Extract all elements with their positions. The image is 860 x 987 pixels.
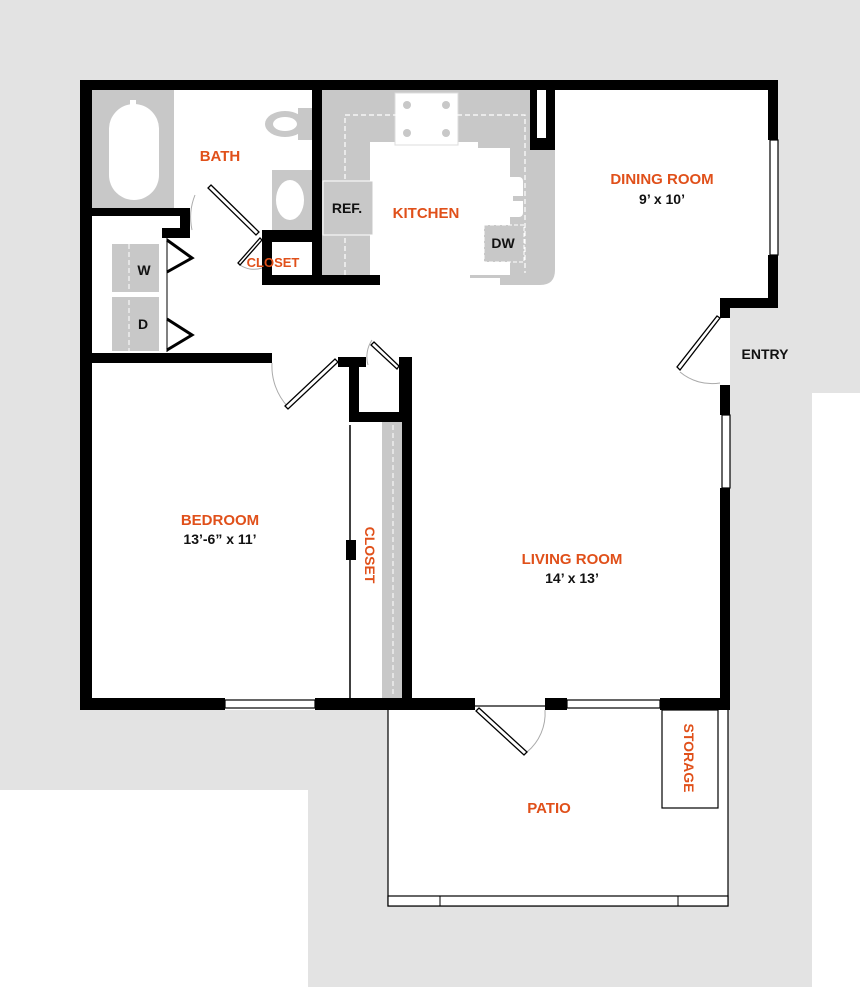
refrigerator-label: REF. xyxy=(332,200,362,216)
bath-label: BATH xyxy=(200,148,241,165)
bedroom-closet-label: CLOSET xyxy=(362,527,378,584)
apartment-floor xyxy=(80,80,778,710)
storage-label: STORAGE xyxy=(681,724,697,793)
entry-label: ENTRY xyxy=(742,346,790,362)
kitchen-fixtures xyxy=(322,90,555,285)
washer-label: W xyxy=(137,262,151,278)
bath-fixtures xyxy=(92,90,312,230)
dishwasher-label: DW xyxy=(491,235,515,251)
laundry-fixtures xyxy=(112,244,159,351)
kitchen-label: KITCHEN xyxy=(393,205,460,222)
dryer xyxy=(112,297,159,351)
living-room-label: LIVING ROOM xyxy=(522,551,623,568)
walls xyxy=(80,80,778,710)
dining-room-label: DINING ROOM xyxy=(610,171,713,188)
bedroom-size: 13’-6” x 11’ xyxy=(183,531,256,547)
patio-label: PATIO xyxy=(527,800,571,817)
sink-icon xyxy=(276,180,304,220)
dining-room-size: 9’ x 10’ xyxy=(639,191,685,207)
refrigerator xyxy=(322,180,374,236)
bedroom-label: BEDROOM xyxy=(181,512,259,529)
doors xyxy=(166,184,721,756)
dryer-label: D xyxy=(138,316,148,332)
hall-closet-label: CLOSET xyxy=(247,255,300,270)
living-room-size: 14’ x 13’ xyxy=(545,570,599,586)
storage-closet xyxy=(661,709,719,809)
bedroom-closet-shelf xyxy=(382,422,404,698)
dishwasher xyxy=(483,224,525,263)
windows xyxy=(224,139,779,907)
washer xyxy=(112,244,159,292)
